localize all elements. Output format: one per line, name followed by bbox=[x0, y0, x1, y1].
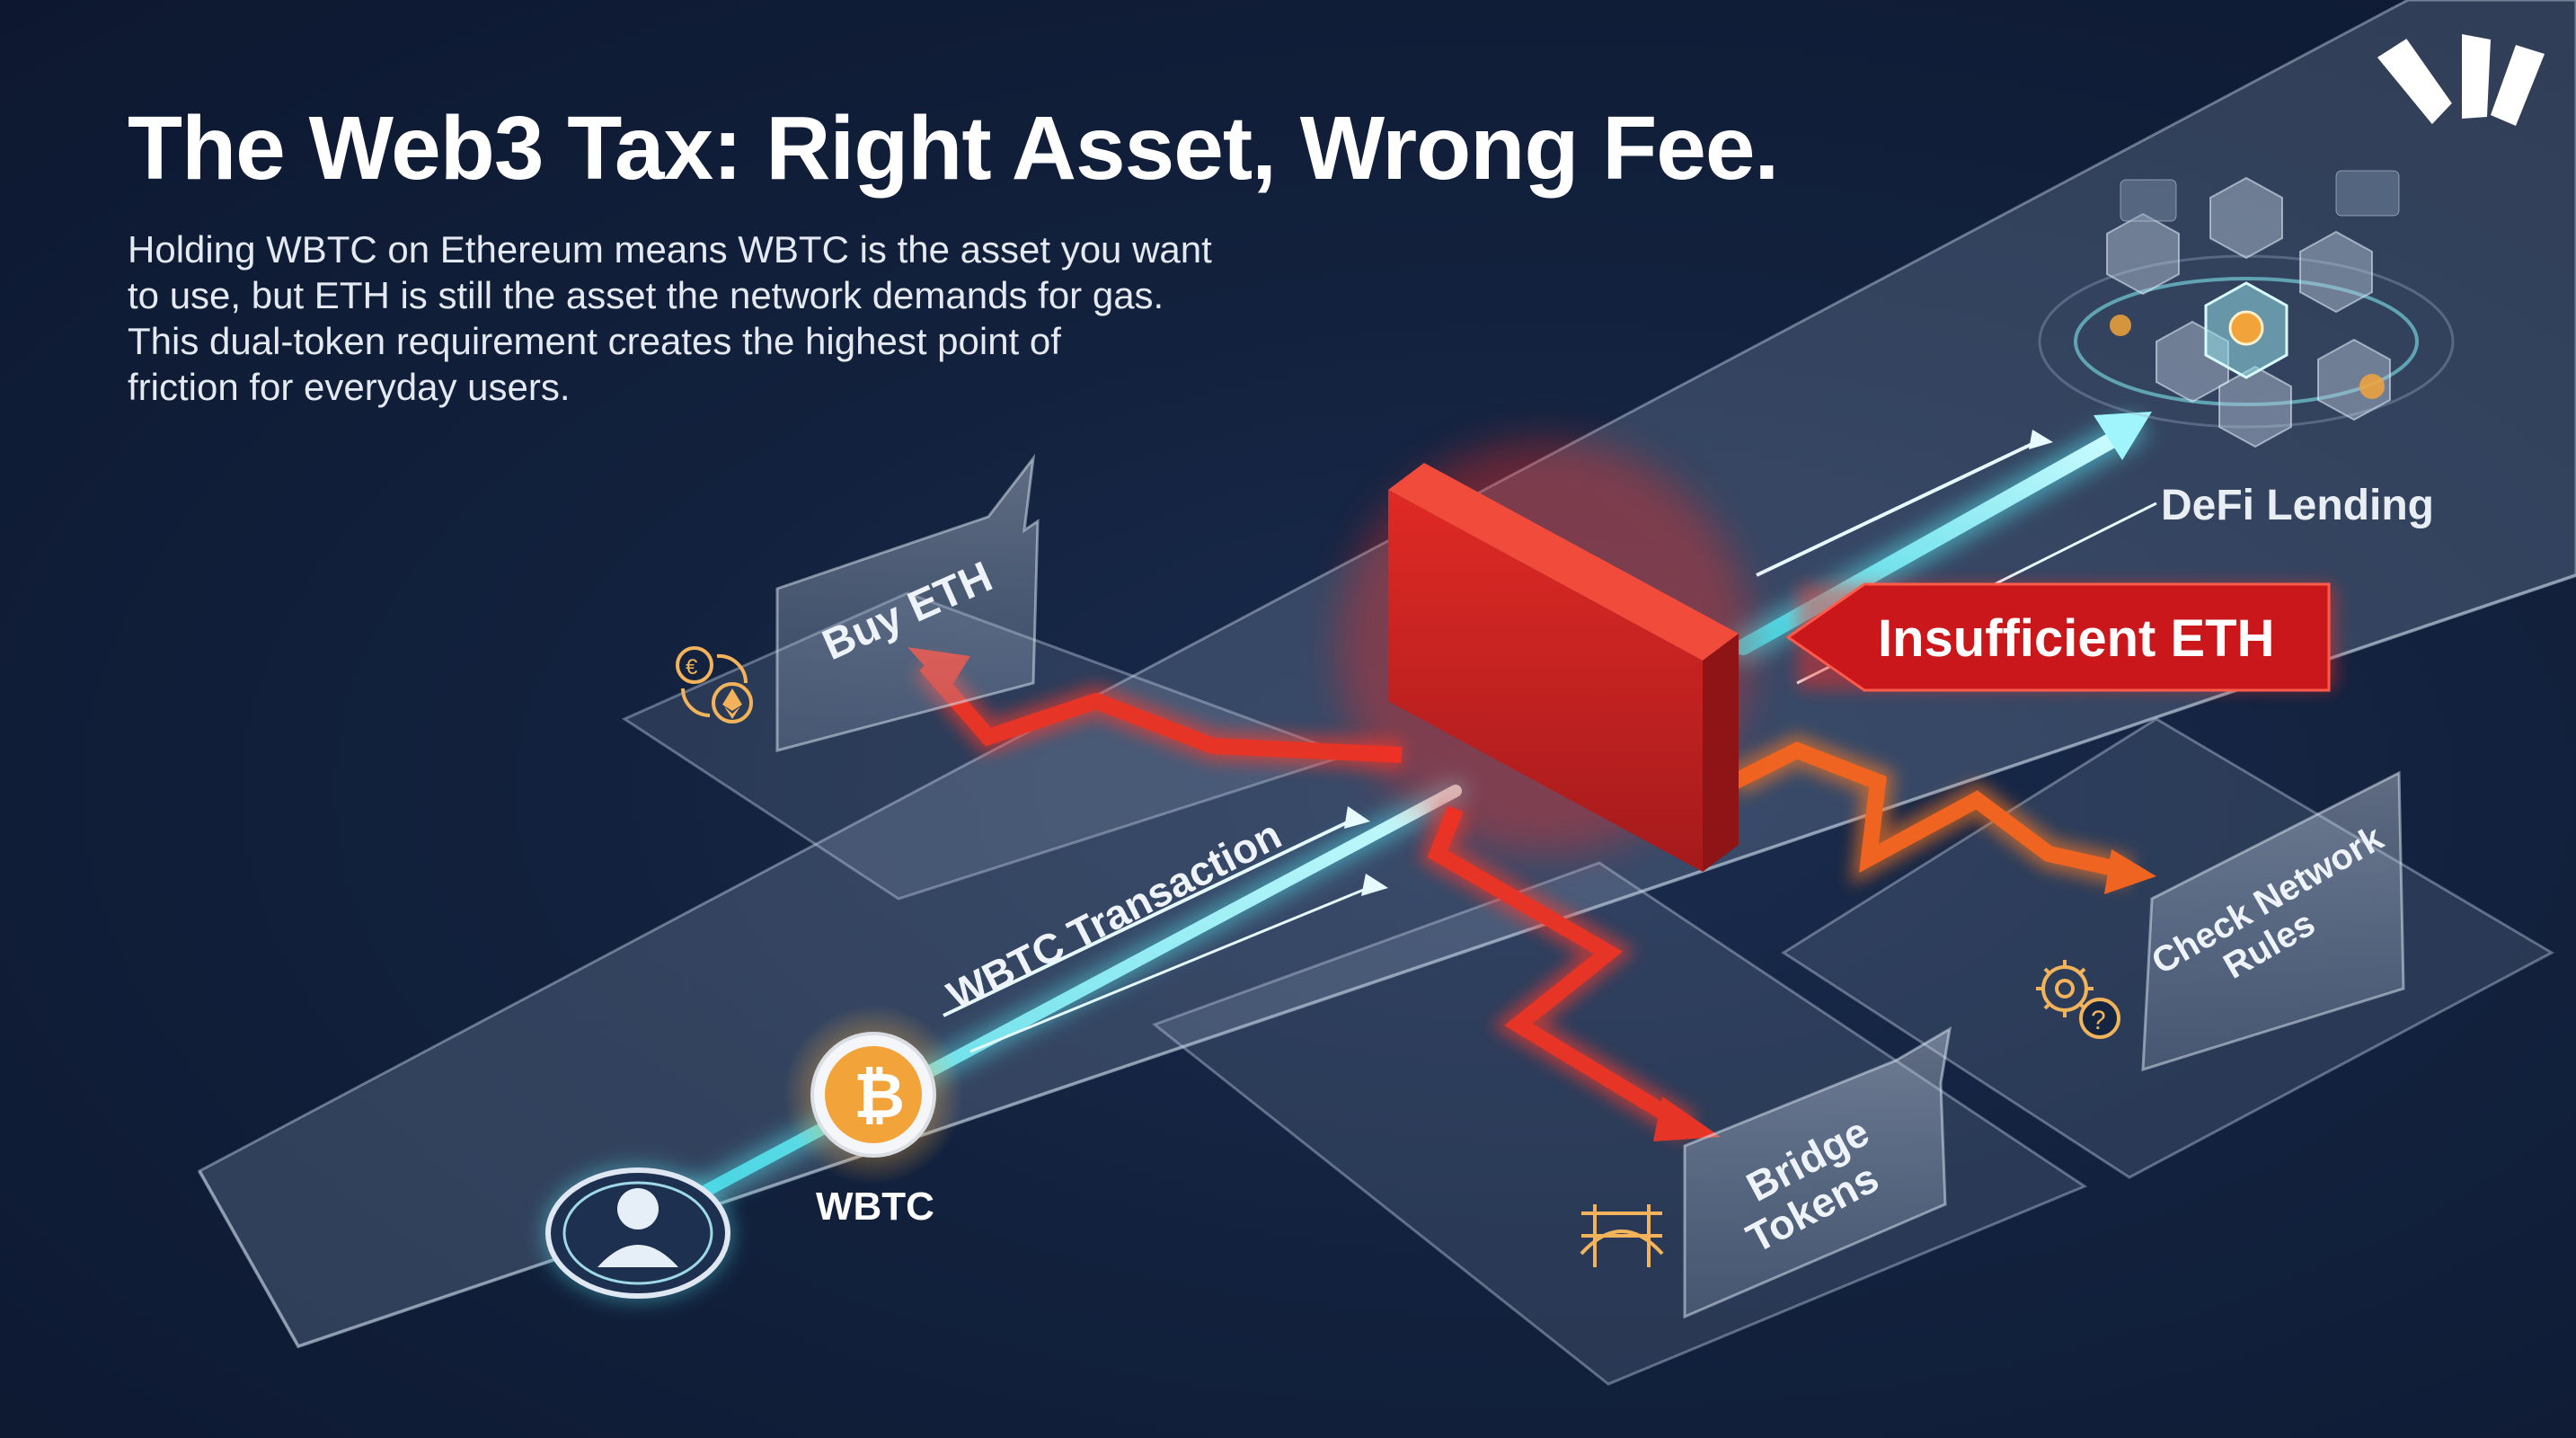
insufficient-eth-badge: Insufficient ETH bbox=[1785, 582, 2336, 692]
subtitle-line: to use, but ETH is still the asset the n… bbox=[128, 274, 1164, 316]
bridge-tokens-card: Bridge Tokens bbox=[1683, 1026, 1952, 1319]
detour-arrow-rules bbox=[1727, 733, 2156, 894]
page-subtitle: Holding WBTC on Ethereum means WBTC is t… bbox=[128, 226, 1296, 410]
detour-arrow-bridge bbox=[1418, 803, 1721, 1141]
svg-text:?: ? bbox=[2091, 1006, 2106, 1035]
check-rules-card: Check Network Rules bbox=[2141, 770, 2405, 1072]
defi-lending-label: DeFi Lending bbox=[2161, 482, 2434, 529]
page-title: The Web3 Tax: Right Asset, Wrong Fee. bbox=[128, 98, 1779, 199]
brand-logo bbox=[2377, 34, 2545, 126]
platform-edge bbox=[198, 573, 2576, 1349]
subtitle-line: Holding WBTC on Ethereum means WBTC is t… bbox=[128, 228, 1212, 271]
coin-glyph: ₿ bbox=[854, 1061, 905, 1131]
subtitle-line: This dual-token requirement creates the … bbox=[128, 320, 1061, 362]
gear-question-icon: ? bbox=[2036, 960, 2120, 1039]
bridge-icon bbox=[1580, 1204, 1664, 1267]
bridge-platform bbox=[1151, 861, 2088, 1386]
currency-exchange-icon: € bbox=[676, 646, 753, 723]
bitcoin-coin-icon: ₿ bbox=[783, 1005, 963, 1185]
wbtc-token-label: WBTC bbox=[816, 1185, 934, 1229]
insufficient-eth-label: Insufficient ETH bbox=[1878, 609, 2274, 668]
blocker-wall bbox=[1339, 440, 1752, 872]
user-avatar-icon bbox=[544, 1166, 732, 1300]
svg-text:€: € bbox=[686, 655, 698, 679]
main-flow-arrow bbox=[635, 779, 1467, 1234]
buy-eth-card: Buy ETH bbox=[775, 453, 1040, 752]
subtitle-line: friction for everyday users. bbox=[128, 366, 571, 408]
defi-cubes-icon bbox=[2038, 170, 2455, 448]
